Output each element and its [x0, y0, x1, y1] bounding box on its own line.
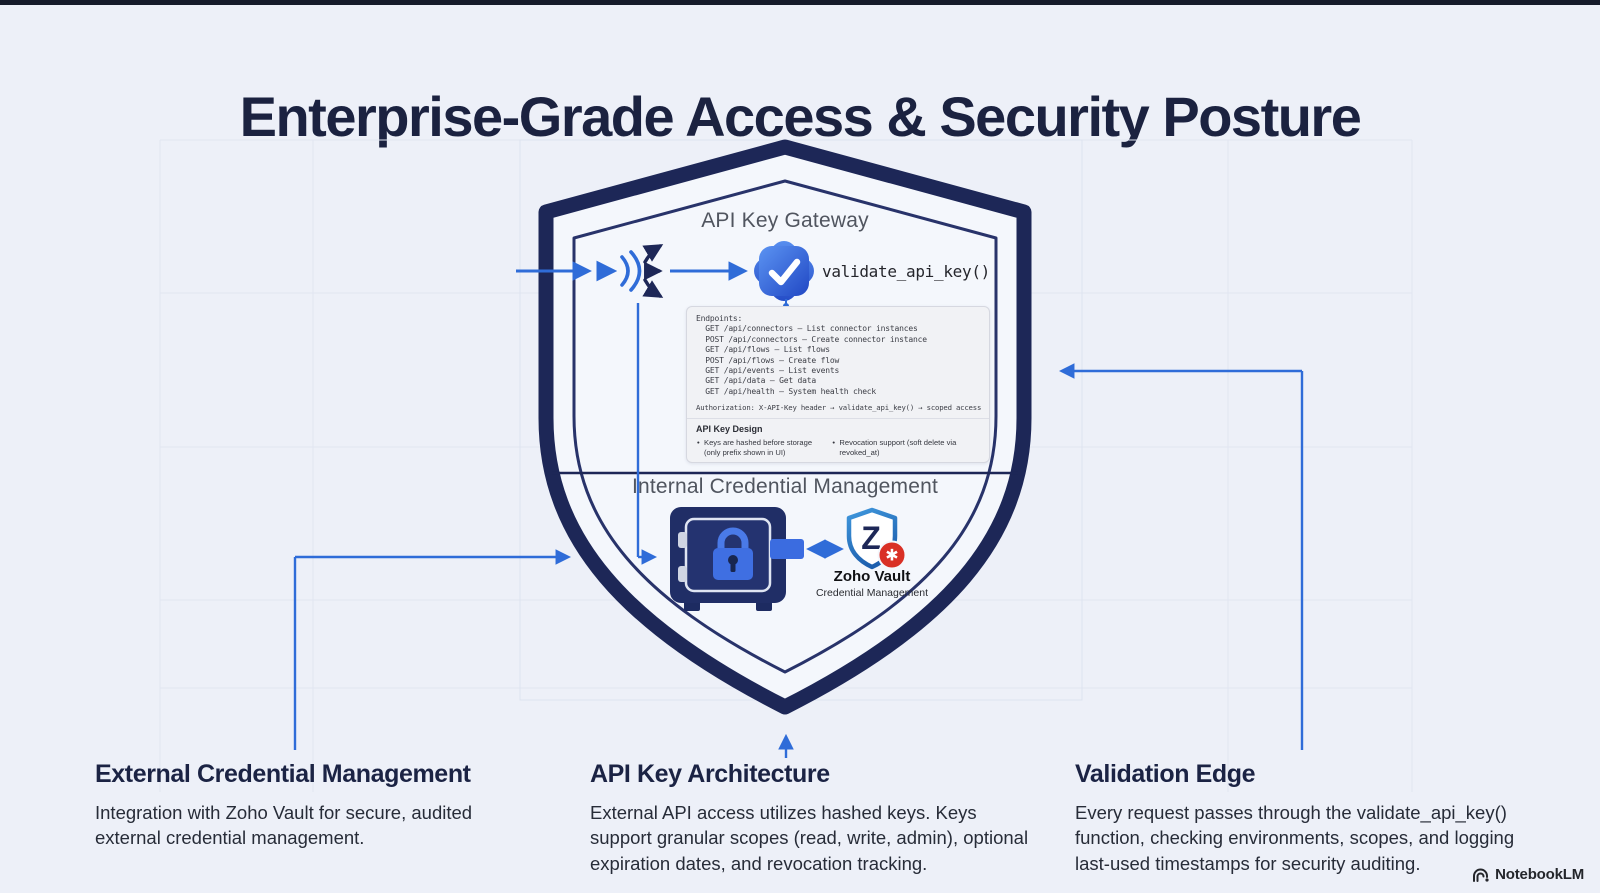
- design-bullet: Revocation support (soft delete via revo…: [831, 438, 980, 458]
- panel-divider: [687, 418, 989, 420]
- callout-validation-edge: Validation Edge Every request passes thr…: [1075, 760, 1550, 876]
- verified-badge-icon: [754, 241, 814, 301]
- callout-heading: External Credential Management: [95, 760, 471, 788]
- callout-body: Integration with Zoho Vault for secure, …: [95, 802, 473, 849]
- code-line: Endpoints:: [696, 314, 743, 323]
- design-bullet: Last-used tracking for security auditing: [831, 461, 980, 462]
- callout-api-key-architecture: API Key Architecture External API access…: [590, 760, 1030, 876]
- zoho-vault-subtitle: Credential Management: [815, 587, 929, 599]
- code-line: GET /api/health — System health check: [696, 386, 877, 396]
- callout-body: External API access utilizes hashed keys…: [590, 802, 1029, 874]
- connector-validation-edge: [1058, 363, 1304, 750]
- authorization-line: Authorization: X-API-Key header → valida…: [696, 403, 982, 413]
- design-bullet: Keys are hashed before storage (only pre…: [696, 438, 821, 458]
- top-edge-bar: [0, 0, 1600, 5]
- validate-function-label: validate_api_key(): [822, 262, 990, 281]
- code-line: GET /api/data — Get data: [696, 376, 817, 386]
- callout-heading: API Key Architecture: [590, 760, 830, 788]
- zoho-asterisk: ✱: [885, 546, 898, 565]
- notebooklm-label: NotebookLM: [1495, 866, 1584, 883]
- connector-gateway-to-vault: [636, 303, 658, 565]
- code-line: GET /api/connectors — List connector ins…: [696, 324, 918, 334]
- internal-section-label: Internal Credential Management: [631, 475, 938, 498]
- zoho-vault-logo: Z ✱: [846, 507, 907, 570]
- code-line: GET /api/flows — List flows: [696, 345, 830, 355]
- notebooklm-watermark: NotebookLM: [1472, 866, 1584, 883]
- zoho-letter: Z: [861, 520, 881, 556]
- code-line: POST /api/flows — Create flow: [696, 355, 840, 365]
- route-branch-icon: [596, 244, 664, 298]
- connector-external-credential: [293, 549, 572, 750]
- notebooklm-logo-icon: [1473, 868, 1489, 882]
- code-line: GET /api/events — List events: [696, 365, 840, 375]
- api-key-design-bullets: Keys are hashed before storage (only pre…: [696, 438, 980, 462]
- zoho-vault-name: Zoho Vault: [833, 568, 911, 585]
- callout-body: Every request passes through the validat…: [1075, 802, 1515, 874]
- gateway-section-label: API Key Gateway: [701, 209, 869, 232]
- design-bullet: Scopes: read, write, admin: [696, 461, 821, 462]
- api-key-design-title: API Key Design: [696, 424, 763, 435]
- page-title: Enterprise-Grade Access & Security Postu…: [239, 84, 1362, 148]
- api-endpoints-panel: Endpoints: GET /api/connectors — List co…: [686, 306, 990, 463]
- code-line: POST /api/connectors — Create connector …: [696, 334, 927, 344]
- vault-icon: [670, 507, 804, 611]
- callout-external-credential-management: External Credential Management Integrati…: [95, 760, 515, 851]
- callout-heading: Validation Edge: [1075, 760, 1256, 788]
